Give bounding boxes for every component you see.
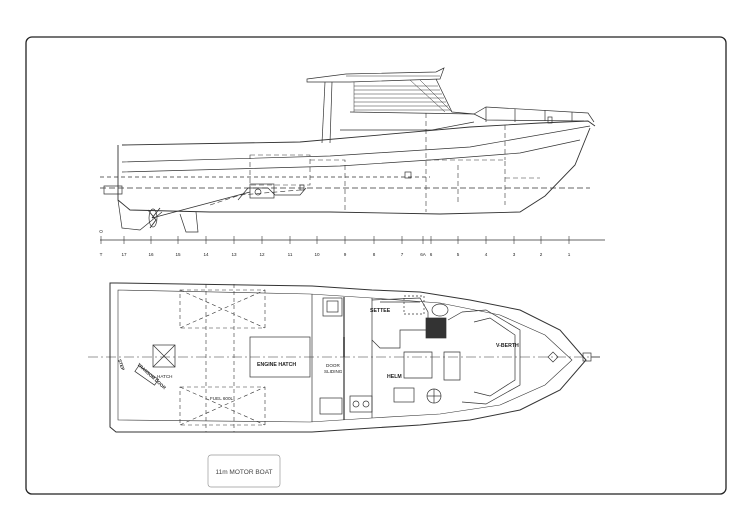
station-label: 16 [148,252,154,257]
station-label: 3 [513,252,516,257]
station-label: 9 [344,252,347,257]
hull-bottom [117,127,591,215]
station-label: 4 [485,252,488,257]
station-label: 13 [231,252,237,257]
title-block: 11m MOTOR BOAT [207,454,281,488]
station-label: 8 [373,252,376,257]
station-label: 11 [288,252,293,257]
label-v-berth: V-BERTH [496,343,519,349]
plan-hull-outline [109,282,587,433]
hardtop-roof [306,67,445,83]
label-fuel-tank: FUEL 600L [210,396,234,401]
label-hatch: HATCH [157,374,172,379]
title-block-text: 11m MOTOR BOAT [215,469,272,476]
station-label: 6A [420,252,427,257]
plan-view [88,282,600,433]
station-label: 5 [457,252,460,257]
profile-view [100,67,596,233]
station-label: T [100,252,103,257]
station-label: 12 [259,252,265,257]
engine-hatch [249,336,311,378]
station-label: O [99,229,103,234]
station-label: 1 [568,252,571,257]
station-label: 14 [203,252,209,257]
label-engine-hatch: ENGINE HATCH [257,362,296,368]
bow-hatch-icon [547,351,559,363]
station-label: 10 [314,252,320,257]
hardtop-window-hatching [353,79,453,113]
label-settee: SETTEE [370,308,391,314]
station-label: 7 [401,252,404,257]
station-label: 2 [540,252,543,257]
label-step: STEP [117,359,126,372]
station-label: 17 [121,252,127,257]
drawing-frame [25,36,727,495]
station-label: 6 [430,252,433,257]
propeller-icon [148,208,158,228]
station-label: 15 [175,252,181,257]
interior-dashed-structures [209,113,540,212]
label-helm: HELM [387,374,402,380]
cockpit-hatch [152,344,176,368]
